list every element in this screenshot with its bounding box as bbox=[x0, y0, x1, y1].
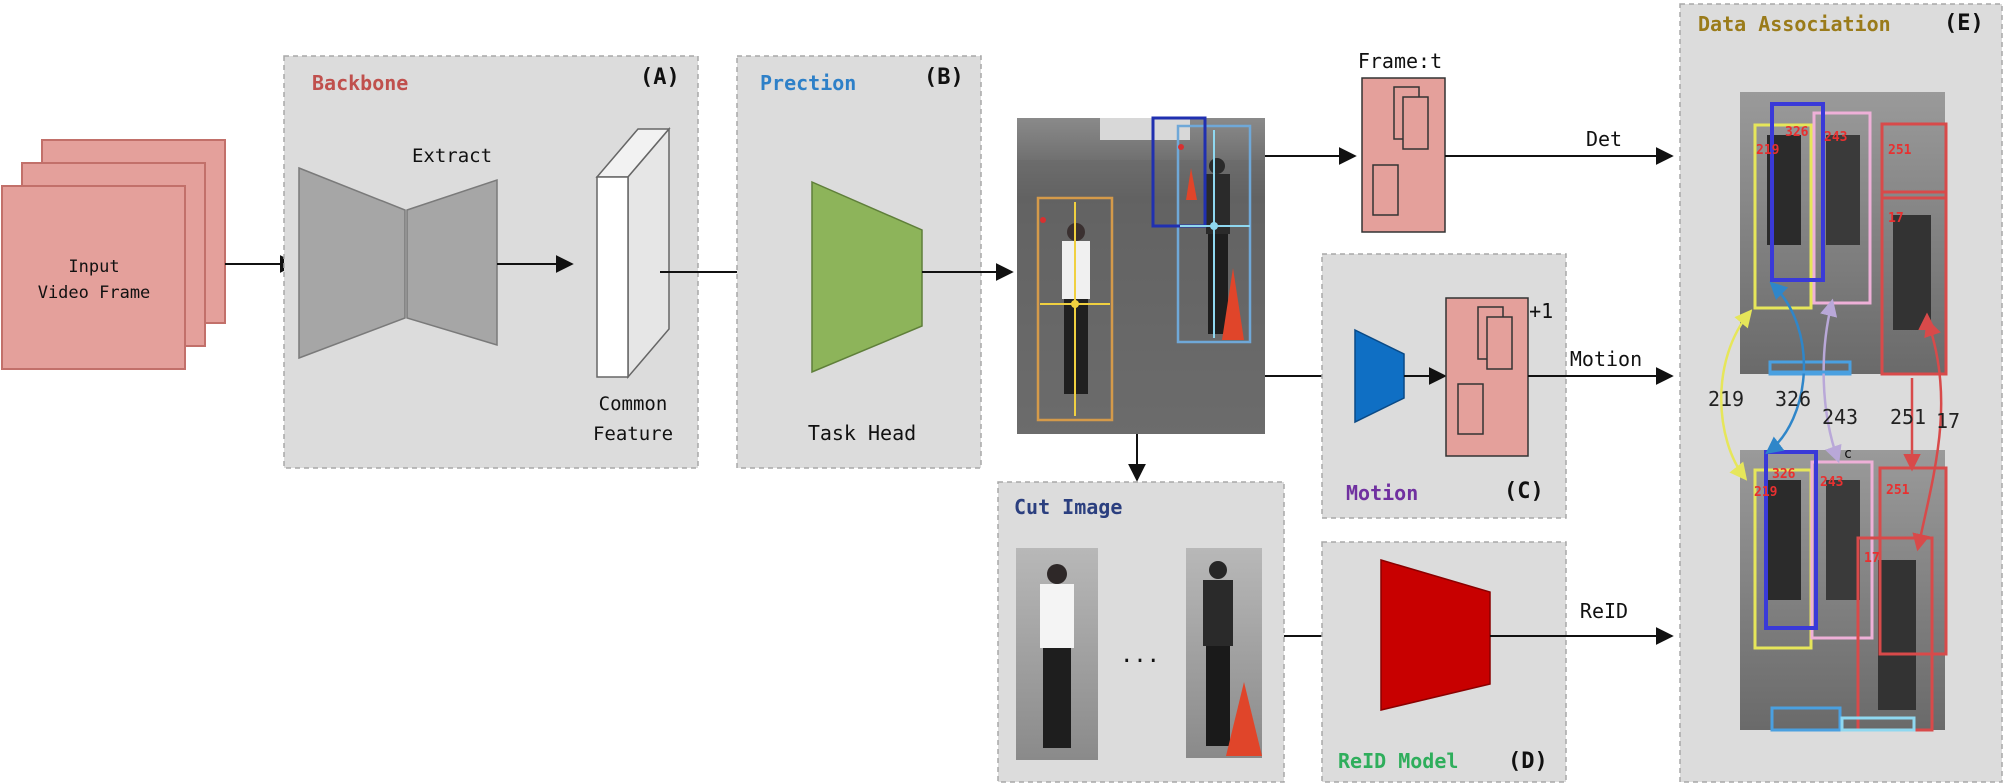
input-label-line1: Input bbox=[68, 257, 119, 277]
center-point bbox=[1210, 222, 1218, 230]
crop-ellipsis: ... bbox=[1120, 643, 1160, 668]
frame-t1-bbox bbox=[1486, 316, 1513, 370]
track-id-251: 251 bbox=[1890, 405, 1926, 429]
association-arc-17 bbox=[1912, 318, 1943, 552]
frame-t1-bbox bbox=[1457, 383, 1484, 435]
person-crop bbox=[1186, 548, 1262, 758]
panel-motion-title: Motion bbox=[1346, 481, 1418, 505]
track-id-326: 326 bbox=[1775, 387, 1811, 411]
box-id-label: 17 bbox=[1888, 211, 1904, 226]
crop-traffic-cone bbox=[1226, 682, 1262, 756]
detection-scene-image bbox=[1017, 116, 1265, 434]
detection-box bbox=[1151, 116, 1207, 228]
panel-reid-title: ReID Model bbox=[1338, 749, 1458, 773]
motion-model-trapezoid bbox=[1354, 328, 1405, 424]
crop-person-shirt bbox=[1040, 584, 1074, 648]
crop-person-legs bbox=[1043, 648, 1071, 748]
crop-person-legs bbox=[1206, 646, 1230, 746]
track-id-219: 219 bbox=[1708, 387, 1744, 411]
panel-data-association: Data Association (E) 326 243 251 17 219 bbox=[1679, 3, 2003, 783]
task-head-trapezoid bbox=[811, 180, 923, 374]
detection-box bbox=[1176, 124, 1252, 344]
scene-car bbox=[1100, 118, 1190, 140]
scene-traffic-cone bbox=[1186, 168, 1197, 200]
box-id-label: 17 bbox=[1864, 551, 1880, 566]
person-silhouette bbox=[1826, 135, 1860, 245]
input-video-frames: Input Video Frame bbox=[1, 139, 226, 370]
detection-box bbox=[1036, 196, 1114, 422]
panel-reid-tag: (D) bbox=[1508, 749, 1548, 774]
reid-label: ReID bbox=[1580, 599, 1628, 623]
common-feature-line2: Feature bbox=[593, 423, 673, 445]
scene-person-vest bbox=[1206, 174, 1230, 234]
input-label-line2: Video Frame bbox=[38, 283, 151, 303]
encoder-trapezoid bbox=[298, 166, 406, 360]
panel-backbone: Backbone (A) Extract Common Feature bbox=[283, 55, 699, 469]
motion-label: Motion bbox=[1570, 347, 1642, 371]
person-silhouette bbox=[1826, 480, 1860, 600]
detection-id-dot bbox=[1178, 144, 1184, 150]
panel-prection-title: Prection bbox=[760, 71, 856, 95]
box-id-label: 326 bbox=[1785, 125, 1809, 140]
association-frame-t: 326 243 251 17 219 bbox=[1740, 92, 1948, 376]
decoder-trapezoid bbox=[406, 178, 498, 347]
person-silhouette bbox=[1878, 560, 1916, 710]
extract-label: Extract bbox=[412, 145, 492, 167]
reid-model-trapezoid bbox=[1380, 558, 1491, 711]
det-label: Det bbox=[1586, 127, 1622, 151]
panel-prection: Prection (B) Task Head bbox=[736, 55, 982, 469]
box-id-label: 219 bbox=[1756, 143, 1779, 158]
panel-prection-tag: (B) bbox=[924, 65, 964, 90]
panel-cut-image-title: Cut Image bbox=[1014, 495, 1122, 519]
panel-motion-tag: (C) bbox=[1504, 479, 1544, 504]
box-id-label: 251 bbox=[1888, 143, 1912, 158]
panel-motion: Frame:t+1 Motion (C) bbox=[1321, 253, 1567, 519]
association-frame-t1: 326 243 251 17 219 bbox=[1740, 450, 1948, 732]
track-box-243 bbox=[1812, 111, 1872, 305]
feature-slab-front bbox=[596, 176, 629, 378]
crop-person-head bbox=[1047, 564, 1067, 584]
scene-person-head bbox=[1209, 158, 1225, 174]
panel-reid-model: ReID Model (D) bbox=[1321, 541, 1567, 783]
detection-id-dot bbox=[1040, 217, 1046, 223]
person-silhouette bbox=[1767, 480, 1801, 600]
person-silhouette bbox=[1893, 215, 1931, 330]
association-arc-219 bbox=[1720, 309, 1753, 481]
frame-t-label: Frame:t bbox=[1358, 49, 1442, 73]
track-box-243 bbox=[1810, 460, 1874, 640]
track-id-243: 243 bbox=[1822, 405, 1858, 429]
panel-cut-image: Cut Image ... bbox=[997, 481, 1285, 783]
lower-partial-box bbox=[1840, 716, 1916, 732]
box-id-label: 243 bbox=[1820, 475, 1843, 490]
box-id-label: 326 bbox=[1772, 467, 1796, 482]
center-point bbox=[1071, 300, 1079, 308]
association-arc-243 bbox=[1820, 298, 1842, 464]
frame-t: Frame:t bbox=[1358, 49, 1446, 233]
common-feature-line1: Common bbox=[599, 393, 668, 415]
box-id-label: 219 bbox=[1754, 485, 1777, 500]
scene-person-legs bbox=[1208, 234, 1228, 334]
track-box-326 bbox=[1764, 450, 1818, 630]
video-frame-front bbox=[1, 185, 186, 370]
person-crop bbox=[1016, 548, 1098, 760]
box-id-label: 251 bbox=[1886, 483, 1910, 498]
track-box-326 bbox=[1770, 102, 1825, 282]
panel-association-title: Data Association bbox=[1698, 12, 1891, 36]
lower-partial-box bbox=[1770, 706, 1842, 732]
panel-backbone-tag: (A) bbox=[640, 65, 680, 90]
crop-person-head bbox=[1209, 561, 1227, 579]
box-id-label: 243 bbox=[1824, 130, 1847, 145]
frame-t-bbox bbox=[1402, 96, 1429, 150]
cursor-label: c bbox=[1844, 446, 1852, 462]
panel-backbone-title: Backbone bbox=[312, 71, 408, 95]
frame-t-bbox bbox=[1372, 164, 1399, 216]
track-id-17: 17 bbox=[1936, 409, 1960, 433]
crop-person-vest bbox=[1203, 580, 1233, 646]
track-box-251 bbox=[1880, 122, 1948, 200]
task-head-label: Task Head bbox=[808, 421, 916, 445]
panel-association-tag: (E) bbox=[1944, 11, 1984, 36]
scene-traffic-cone bbox=[1222, 268, 1244, 340]
